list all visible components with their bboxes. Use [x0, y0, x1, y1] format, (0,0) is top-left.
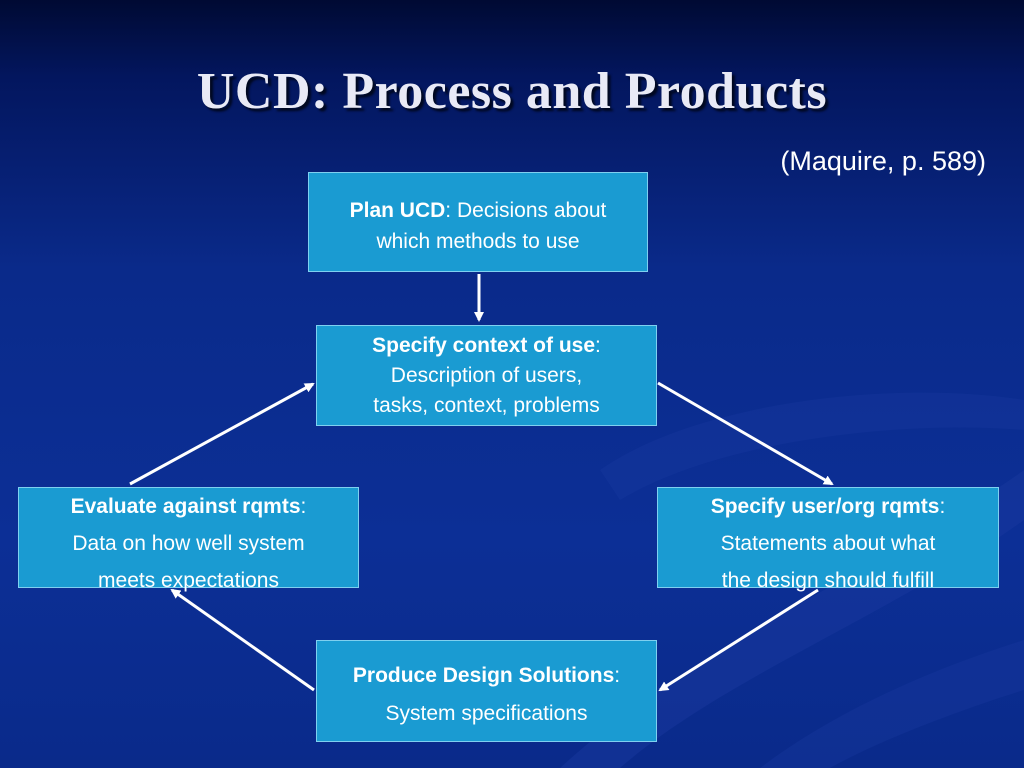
node-evaluate: Evaluate against rqmts: Data on how well… — [18, 487, 359, 592]
node-evaluate-heading: Evaluate against rqmts — [70, 495, 301, 518]
node-plan-line1-rest: Decisions about — [456, 199, 607, 222]
node-userorg-line2: Statements about what — [720, 532, 936, 555]
arrow-context-to-userorg — [657, 381, 834, 486]
node-plan-ucd: Plan UCD: Decisions about which methods … — [308, 172, 648, 272]
node-context-heading: Specify context of use — [372, 334, 596, 357]
node-userorg-heading: Specify user/org rqmts — [710, 495, 940, 518]
slide-title: UCD: Process and Products — [196, 63, 828, 120]
arrow-produce-to-evaluate — [170, 588, 315, 692]
node-evaluate-sep: : — [300, 495, 307, 518]
node-plan-sep: : — [445, 199, 457, 222]
node-specify-context: Specify context of use: Description of u… — [316, 325, 657, 426]
node-plan-heading: Plan UCD — [349, 199, 446, 222]
node-evaluate-line2: Data on how well system — [72, 532, 305, 555]
node-context-line2: Description of users, — [390, 364, 583, 387]
node-evaluate-line3: meets expectations — [98, 569, 279, 592]
node-specify-user-org: Specify user/org rqmts: Statements about… — [657, 487, 999, 592]
node-userorg-line1: Specify user/org rqmts: — [658, 488, 998, 525]
node-plan-line2: which methods to use — [376, 230, 580, 253]
node-userorg-line3: the design should fulfill — [721, 569, 935, 592]
arrow-userorg-to-produce — [658, 588, 819, 692]
node-produce-design: Produce Design Solutions: System specifi… — [316, 640, 657, 742]
node-userorg-sep: : — [939, 495, 946, 518]
node-produce-heading: Produce Design Solutions — [352, 664, 615, 687]
citation: (Maquire, p. 589) — [780, 146, 986, 176]
node-context-sep: : — [595, 334, 601, 357]
arrow-evaluate-to-context — [129, 382, 315, 486]
node-context-line1: Specify context of use: — [317, 331, 656, 361]
node-context-line3: tasks, context, problems — [373, 394, 600, 417]
node-evaluate-line1: Evaluate against rqmts: — [19, 488, 358, 525]
node-produce-line2: System specifications — [385, 702, 588, 725]
node-produce-sep: : — [614, 664, 621, 687]
node-plan-line1: Plan UCD: Decisions about — [309, 195, 647, 226]
node-produce-line1: Produce Design Solutions: — [317, 657, 656, 695]
